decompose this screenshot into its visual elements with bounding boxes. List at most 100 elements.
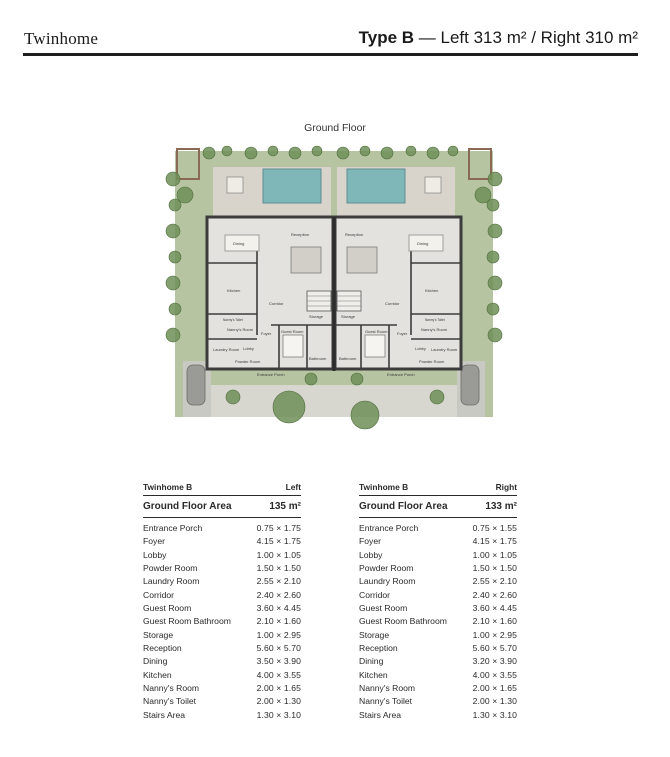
label-powder-left: Powder Room <box>235 359 261 364</box>
left-car <box>186 364 206 406</box>
tree <box>244 146 258 160</box>
label-laundry-right: Laundry Room <box>431 347 458 352</box>
tree <box>474 186 492 204</box>
header-rule <box>23 53 638 56</box>
right-pool <box>346 168 406 204</box>
landscape-trees <box>165 145 503 430</box>
tree <box>168 250 182 264</box>
table-name: Twinhome B <box>143 482 193 492</box>
room-name: Nanny's Room <box>359 683 416 694</box>
table-side: Left <box>285 482 301 492</box>
tree <box>405 145 417 157</box>
room-name: Nanny's Room <box>143 683 200 694</box>
room-name: Entrance Porch <box>143 523 203 533</box>
room-dimensions: 4.00 × 3.55 <box>256 669 301 680</box>
tree <box>426 146 440 160</box>
tree <box>359 145 371 157</box>
room-dimensions: 2.00 × 1.30 <box>256 696 301 707</box>
table-row: Nanny's Room 2.00 × 1.65 <box>359 682 517 695</box>
room-dimensions: 2.40 × 2.60 <box>256 589 301 600</box>
label-dining-left: Dining <box>233 241 244 246</box>
label-corridor-left: Corridor <box>269 301 284 306</box>
tree <box>486 302 500 316</box>
left-pool <box>262 168 322 204</box>
right-outdoor-table <box>424 176 442 194</box>
room-name: Guest Room Bathroom <box>143 616 231 627</box>
label-corridor-right: Corridor <box>385 301 400 306</box>
left-stairs <box>306 290 332 312</box>
left-dining-table <box>224 234 260 252</box>
label-storage-right: Storage <box>341 314 356 319</box>
room-name: Powder Room <box>143 563 198 574</box>
type-title: Type B — Left 313 m² / Right 310 m² <box>359 28 638 48</box>
room-name: Nanny's Toilet <box>359 696 413 707</box>
label-powder-right: Powder Room <box>419 359 445 364</box>
tree <box>487 223 503 239</box>
room-dimensions: 1.30 × 3.10 <box>472 709 517 720</box>
label-storage-left: Storage <box>309 314 324 319</box>
area-table-right: Twinhome B Right Ground Floor Area 133 m… <box>359 482 517 722</box>
room-name: Laundry Room <box>359 576 416 587</box>
room-name: Foyer <box>359 536 381 547</box>
tree <box>487 171 503 187</box>
left-reception-sofa <box>290 246 322 274</box>
room-dimensions: 1.00 × 1.05 <box>472 549 517 560</box>
right-pergola <box>468 148 492 180</box>
room-name: Storage <box>143 629 174 640</box>
tree <box>447 145 459 157</box>
room-dimensions: 2.10 × 1.60 <box>472 616 517 627</box>
table-name: Twinhome B <box>359 482 409 492</box>
room-name: Corridor <box>143 589 175 600</box>
room-name: Laundry Room <box>143 576 200 587</box>
room-dimensions: 4.15 × 1.75 <box>472 536 517 547</box>
table-header: Twinhome B Left <box>143 482 301 496</box>
table-header: Twinhome B Right <box>359 482 517 496</box>
type-label: Type B <box>358 28 415 47</box>
label-nanny-toilet-left: Nanny's Toilet <box>223 318 243 322</box>
right-reception-sofa <box>346 246 378 274</box>
label-bathroom-right: Bathroom <box>339 356 357 361</box>
left-guest-bed <box>282 334 304 358</box>
room-dimensions: 1.30 × 3.10 <box>256 709 301 720</box>
tree <box>486 250 500 264</box>
room-name: Entrance Porch <box>359 523 419 533</box>
floor-plan-title: Ground Floor <box>304 122 366 134</box>
label-lobby-right: Lobby <box>415 346 426 351</box>
room-dimensions: 2.10 × 1.60 <box>256 616 301 627</box>
room-dimensions: 2.00 × 1.65 <box>472 683 517 694</box>
room-name: Dining <box>359 656 384 667</box>
room-name: Reception <box>359 643 398 654</box>
label-guest-room-left: Guest Room <box>281 329 304 334</box>
label-laundry-left: Laundry Room <box>213 347 240 352</box>
table-row: Foyer 4.15 × 1.75 <box>359 535 517 548</box>
tree <box>168 198 182 212</box>
total-value: 135 m² <box>269 500 301 512</box>
table-total-row: Ground Floor Area 135 m² <box>143 496 301 518</box>
room-dimensions: 5.60 × 5.70 <box>472 643 517 654</box>
room-dimensions: 3.50 × 3.90 <box>256 656 301 667</box>
room-name: Powder Room <box>359 563 414 574</box>
label-guest-room-right: Guest Room <box>365 329 388 334</box>
brand-title: Twinhome <box>24 29 99 48</box>
table-side: Right <box>495 482 517 492</box>
room-dimensions: 0.75 × 1.75 <box>256 523 301 533</box>
label-kitchen-left: Kitchen <box>227 288 240 293</box>
room-dimensions: 4.15 × 1.75 <box>256 536 301 547</box>
room-name: Foyer <box>143 536 165 547</box>
tree <box>311 145 323 157</box>
label-entrance-porch-left: Entrance Porch <box>257 372 285 377</box>
